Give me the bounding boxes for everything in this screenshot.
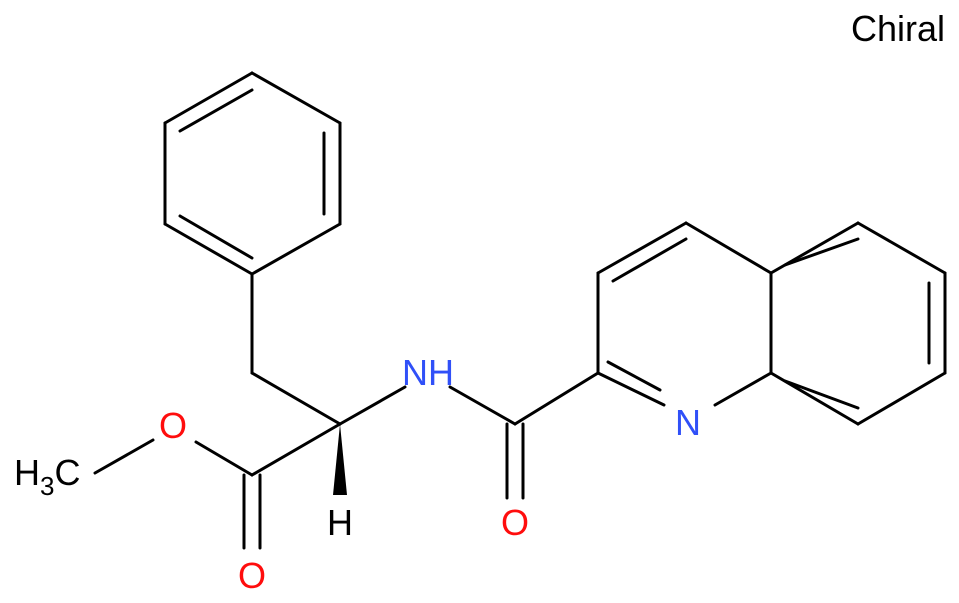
ester-carbonyl-oxygen-label: O: [238, 555, 266, 596]
bond: [606, 360, 662, 392]
quinoline-nitrogen-label: N: [675, 402, 701, 443]
bond: [163, 71, 254, 125]
chiral-flag: Chiral: [850, 8, 945, 49]
amide-nh-label: NH: [402, 352, 454, 393]
bond: [250, 371, 342, 426]
stereo-hydrogen-label: H: [327, 502, 353, 543]
methyl-group-label: H3C: [14, 452, 80, 501]
bond: [856, 221, 947, 275]
bond: [250, 422, 342, 477]
bond: [611, 237, 688, 283]
bond: [596, 371, 666, 407]
bond: [713, 371, 773, 407]
bond: [93, 438, 155, 475]
methyl-h: H: [14, 452, 40, 493]
methyl-subscript: 3: [40, 471, 54, 501]
ester-oxygen-label: O: [159, 405, 187, 446]
quinoline-ring: [596, 221, 947, 426]
bond: [596, 221, 688, 275]
bond: [513, 371, 600, 426]
bond: [163, 222, 254, 276]
bond: [783, 237, 860, 267]
methyl-c: C: [54, 452, 80, 493]
bond: [783, 379, 860, 410]
bond: [338, 385, 407, 426]
stereo-wedge: [333, 424, 347, 495]
bond: [448, 385, 517, 426]
bond: [684, 221, 773, 275]
bond: [194, 440, 254, 477]
bond: [178, 88, 254, 133]
bond: [856, 371, 947, 426]
bond: [178, 214, 254, 260]
amide-carbonyl-oxygen-label: O: [501, 502, 529, 543]
phenyl-ring: [163, 71, 342, 276]
bond: [250, 222, 342, 276]
bond: [250, 71, 342, 125]
